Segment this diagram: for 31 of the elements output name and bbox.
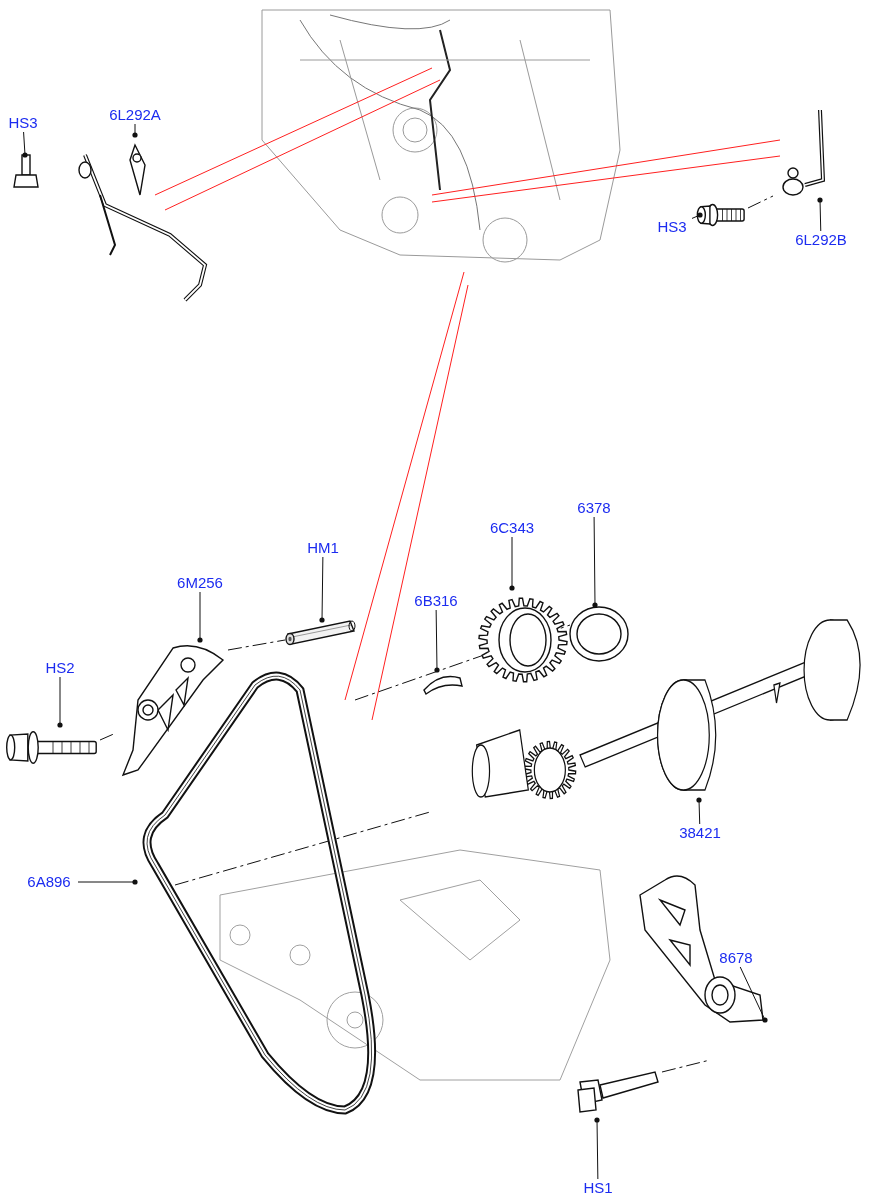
part-number: 6C343 — [484, 519, 540, 537]
leader-line — [509, 536, 515, 591]
part-number: HS2 — [40, 659, 80, 677]
leader-line — [691, 212, 703, 219]
part-number: 6378 — [572, 499, 616, 517]
part-number: 6L292B — [790, 231, 852, 249]
leader-line — [594, 1117, 600, 1180]
leader-line — [592, 516, 598, 608]
leader-line — [817, 197, 823, 232]
part-number: HS1 — [578, 1179, 618, 1197]
part-drawing — [568, 605, 630, 663]
leader-line — [319, 556, 325, 623]
part-number: 38421 — [672, 824, 728, 842]
leader-line — [197, 591, 203, 643]
leader-line — [22, 131, 28, 158]
leader-line — [696, 797, 702, 825]
part-number: 6M256 — [172, 574, 228, 592]
part-number: 6A896 — [20, 873, 78, 891]
part-number: HS3 — [5, 114, 41, 132]
part-number: HM1 — [303, 539, 343, 557]
part-drawing — [282, 620, 357, 645]
leader-line — [739, 966, 768, 1023]
leader-line — [434, 609, 440, 673]
part-number: HS3 — [652, 218, 692, 236]
leader-line — [57, 676, 63, 728]
part-number: 6B316 — [408, 592, 464, 610]
part-number: 6L292A — [104, 106, 166, 124]
leader-line — [132, 123, 138, 138]
part-drawing — [12, 155, 42, 190]
leader-line — [77, 879, 138, 885]
part-number: 8678 — [714, 949, 758, 967]
